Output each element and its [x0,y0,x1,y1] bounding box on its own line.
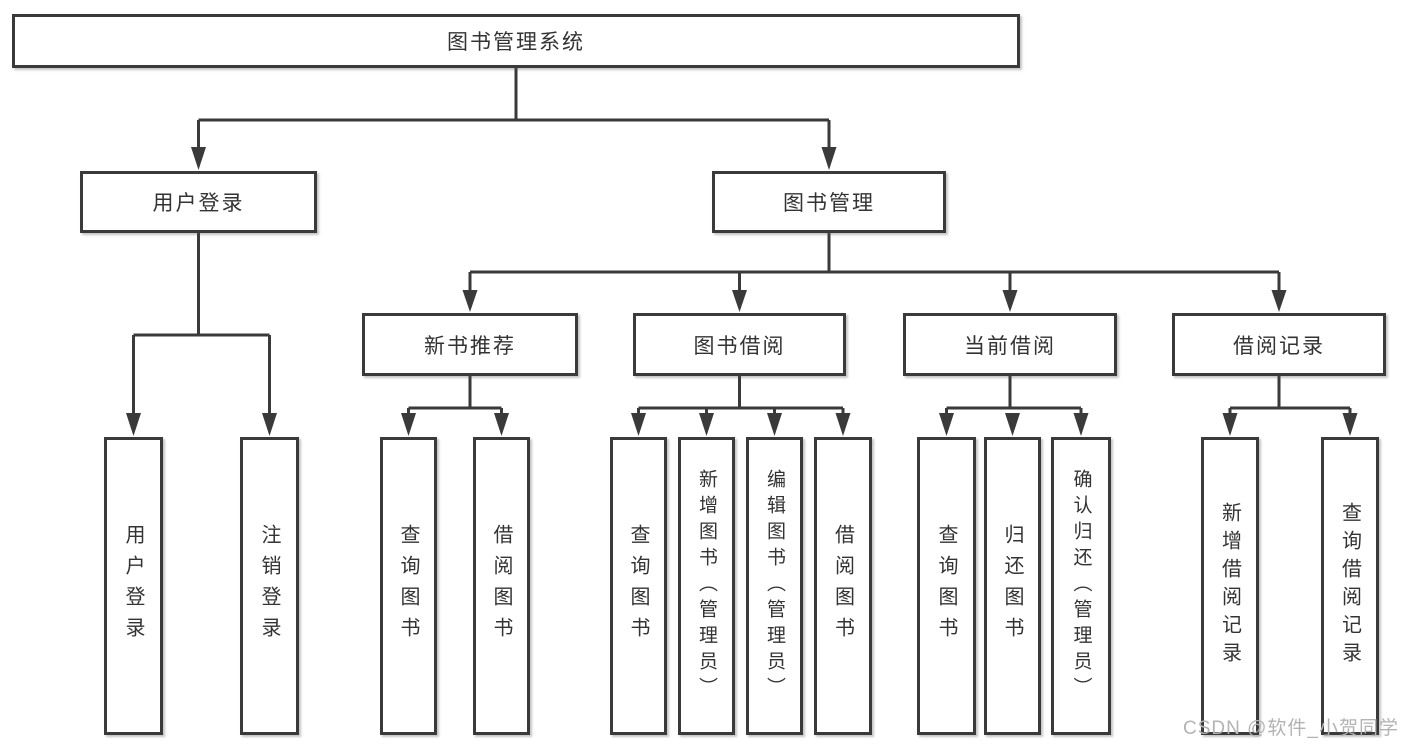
node-user-login: 用户登录 [80,171,317,233]
leaf-query-books-borrow: 查询图书 [610,437,667,735]
connector-user-login-to-leaves [132,233,271,416]
node-label: 用户登录 [152,192,245,215]
node-book-management: 图书管理 [712,171,946,233]
leaf-logout: 注销登录 [240,437,299,735]
csdn-watermark: CSDN @软件_小贺同学 [1183,718,1399,739]
connector-borrowing-records-to-leaves [1228,376,1352,416]
node-label: 新增借阅记录 [1218,502,1241,670]
node-label: 新书推荐 [424,334,516,358]
node-label: 借阅图书 [831,524,854,648]
leaf-query-books-new: 查询图书 [380,437,437,735]
leaf-return-books: 归还图书 [984,437,1041,735]
node-label: 查询图书 [627,524,649,648]
node-current-borrowing: 当前借阅 [903,313,1117,376]
node-label: 编辑图书（管理员） [764,469,785,703]
arrow-to-leaf-add-books [699,413,714,436]
node-label: 借阅图书 [490,524,512,648]
node-label: 借阅记录 [1233,334,1325,358]
leaf-query-books-current: 查询图书 [917,437,976,735]
node-label: 查询借阅记录 [1338,502,1361,670]
node-label: 当前借阅 [964,334,1056,358]
leaf-borrow-books-borrow: 借阅图书 [814,437,872,735]
node-label: 图书管理 [783,192,875,215]
connector-book-borrowing-to-leaves [637,376,845,416]
node-label: 用户登录 [122,524,144,648]
arrow-to-current-borrowing [1002,290,1018,312]
arrow-to-leaf-borrow-books-2 [835,413,851,436]
arrow-to-borrowing-records [1271,290,1287,312]
node-label: 图书管理系统 [447,31,585,54]
leaf-add-borrow-record: 新增借阅记录 [1201,437,1259,735]
arrow-to-leaf-return-books [1005,413,1020,436]
leaf-add-books-admin: 新增图书（管理员） [678,437,735,735]
node-label: 归还图书 [1001,524,1023,648]
arrow-to-leaf-user-login [126,413,141,436]
arrow-to-leaf-add-record [1222,413,1238,436]
node-label: 新增图书（管理员） [696,469,717,703]
connector-root-to-level2 [197,68,831,150]
leaf-borrow-books-new: 借阅图书 [473,437,530,735]
arrow-to-book-management [821,147,837,170]
leaf-user-login: 用户登录 [104,437,163,735]
node-library-management-system: 图书管理系统 [12,14,1020,68]
connector-new-book-to-leaves [407,376,503,416]
node-label: 查询图书 [935,524,957,648]
node-label: 查询图书 [397,524,419,648]
arrow-to-leaf-query-books-2 [631,413,646,436]
leaf-query-borrow-record: 查询借阅记录 [1321,437,1379,735]
arrow-to-leaf-query-record [1342,413,1358,436]
connector-book-management-to-level3 [468,233,1281,294]
node-borrowing-records: 借阅记录 [1172,313,1386,376]
arrow-to-user-login [191,147,206,170]
arrow-to-book-borrowing [732,290,747,312]
arrow-to-new-book-recommend [462,290,478,312]
arrow-to-leaf-logout [262,413,277,436]
arrow-to-leaf-query-books-3 [939,413,954,436]
arrow-to-leaf-confirm-return [1073,413,1089,436]
node-label: 注销登录 [258,524,280,648]
leaf-confirm-return-admin: 确认归还（管理员） [1051,437,1111,735]
connector-current-borrowing-to-leaves [945,376,1083,416]
node-new-book-recommend: 新书推荐 [362,313,578,376]
arrow-to-leaf-borrow-books-1 [494,413,509,436]
arrow-to-leaf-query-books-1 [401,413,416,436]
node-book-borrowing: 图书借阅 [633,313,846,376]
node-label: 图书借阅 [693,334,786,358]
arrow-to-leaf-edit-books [767,413,782,436]
leaf-edit-books-admin: 编辑图书（管理员） [746,437,803,735]
node-label: 确认归还（管理员） [1070,469,1092,703]
